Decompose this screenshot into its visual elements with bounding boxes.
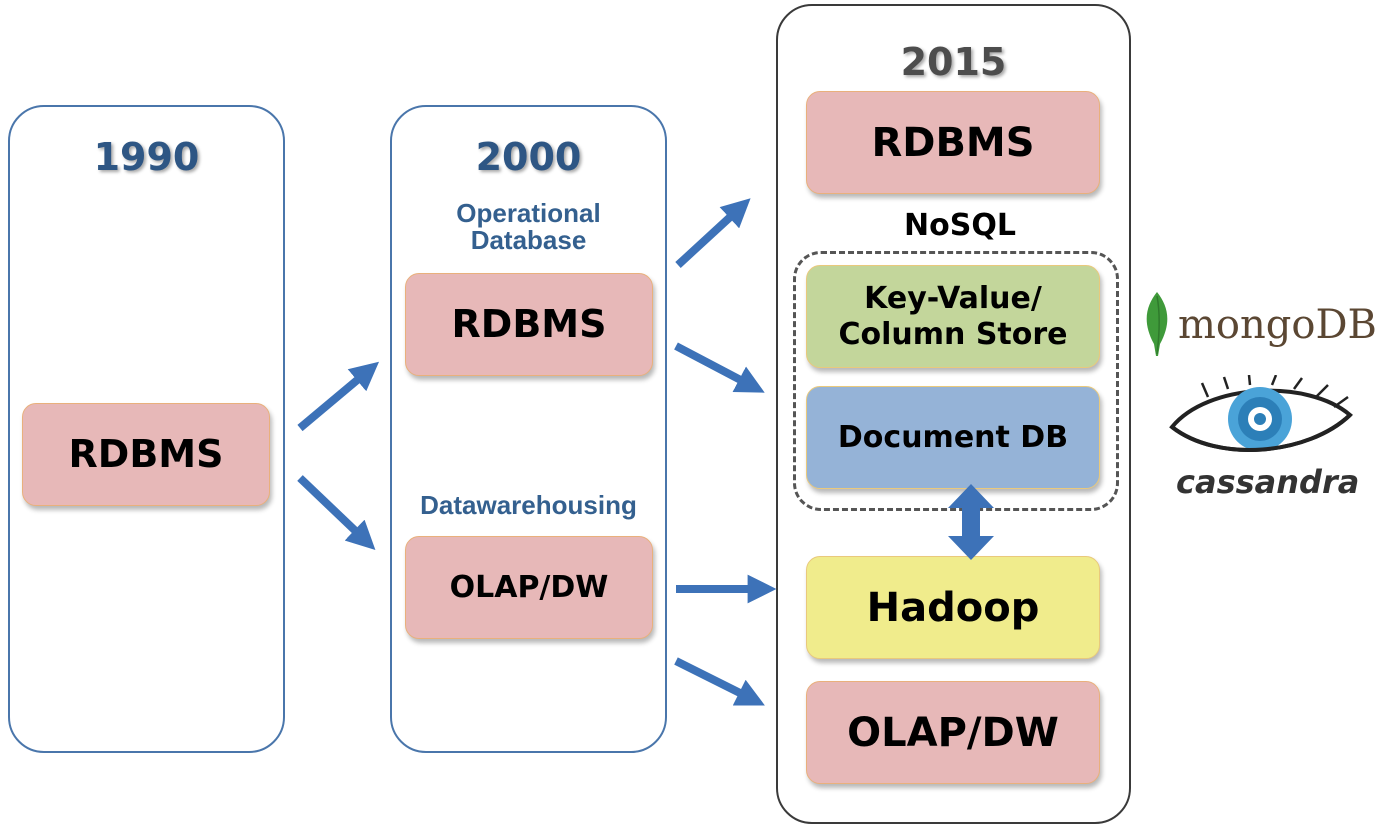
hadoop-box: Hadoop xyxy=(806,556,1100,659)
arrow-1990-to-datawarehousing xyxy=(297,475,376,550)
era-2000-year: 2000 xyxy=(475,135,582,179)
operational-database-label: Operational Database xyxy=(456,198,601,256)
olap-dw-2000-box: OLAP/DW xyxy=(405,536,653,639)
arrow-rdbms-to-nosql xyxy=(674,342,765,393)
nosql-label: NoSQL xyxy=(904,208,1016,243)
nosql-group xyxy=(793,251,1119,511)
cassandra-wordmark: cassandra xyxy=(1176,463,1360,501)
mongodb-logo: mongoDB xyxy=(1142,290,1376,360)
cassandra-eye-icon xyxy=(1169,375,1353,452)
era-1990-year: 1990 xyxy=(93,135,200,179)
arrow-rdbms-to-rdbms xyxy=(675,198,751,268)
datawarehousing-label: Datawarehousing xyxy=(420,490,637,520)
rdbms-2000-box: RDBMS xyxy=(405,273,653,376)
rdbms-2015-box: RDBMS xyxy=(806,91,1100,194)
mongodb-leaf-icon xyxy=(1146,292,1168,356)
key-value-column-store-box: Key-Value/ Column Store xyxy=(806,265,1100,368)
arrow-olap-to-olap xyxy=(674,657,765,706)
mongodb-wordmark: mongoDB xyxy=(1178,302,1376,348)
era-2000-panel: 2000 xyxy=(390,105,667,753)
document-db-box: Document DB xyxy=(806,386,1100,489)
cassandra-logo: cassandra xyxy=(1168,375,1360,505)
olap-dw-2015-box: OLAP/DW xyxy=(806,681,1100,784)
document-hadoop-double-arrow xyxy=(948,484,994,560)
arrow-1990-to-operational xyxy=(297,361,380,432)
rdbms-1990-box: RDBMS xyxy=(22,403,270,506)
era-2015-year: 2015 xyxy=(900,40,1007,84)
